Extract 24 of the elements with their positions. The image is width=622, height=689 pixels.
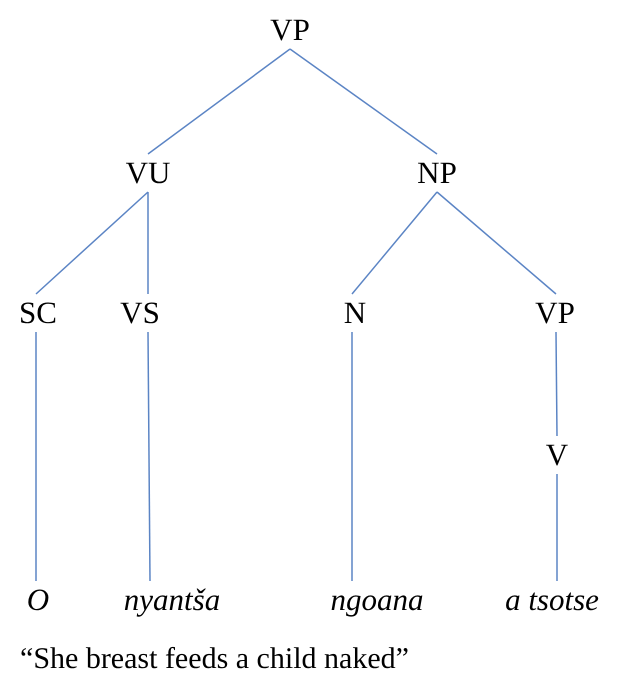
category-label: NP	[415, 154, 459, 192]
tree-branch-line	[36, 191, 148, 295]
tree-branch-line	[147, 332, 151, 581]
translation-caption: “She breast feeds a child naked”	[20, 642, 409, 676]
tree-branch-line	[351, 192, 438, 294]
tree-branch-line	[555, 332, 558, 436]
tree-branch-line	[351, 332, 353, 581]
tree-branch-line	[35, 332, 37, 581]
tree-branch-line	[147, 192, 149, 294]
tree-branch-line	[436, 191, 556, 295]
word-label: O	[24, 581, 52, 619]
tree-branch-line	[290, 48, 438, 155]
word-label: ngoana	[328, 581, 426, 619]
tree-branch-line	[556, 474, 558, 581]
category-label: SC	[17, 294, 59, 332]
word-label: a tsotse	[503, 581, 601, 619]
category-label: N	[342, 294, 368, 332]
category-label: VP	[268, 11, 312, 49]
category-label: VS	[118, 294, 162, 332]
word-label: nyantša	[122, 581, 222, 619]
category-label: V	[544, 436, 570, 474]
category-label: VP	[533, 294, 577, 332]
tree-branch-line	[148, 48, 290, 155]
category-label: VU	[124, 154, 172, 192]
